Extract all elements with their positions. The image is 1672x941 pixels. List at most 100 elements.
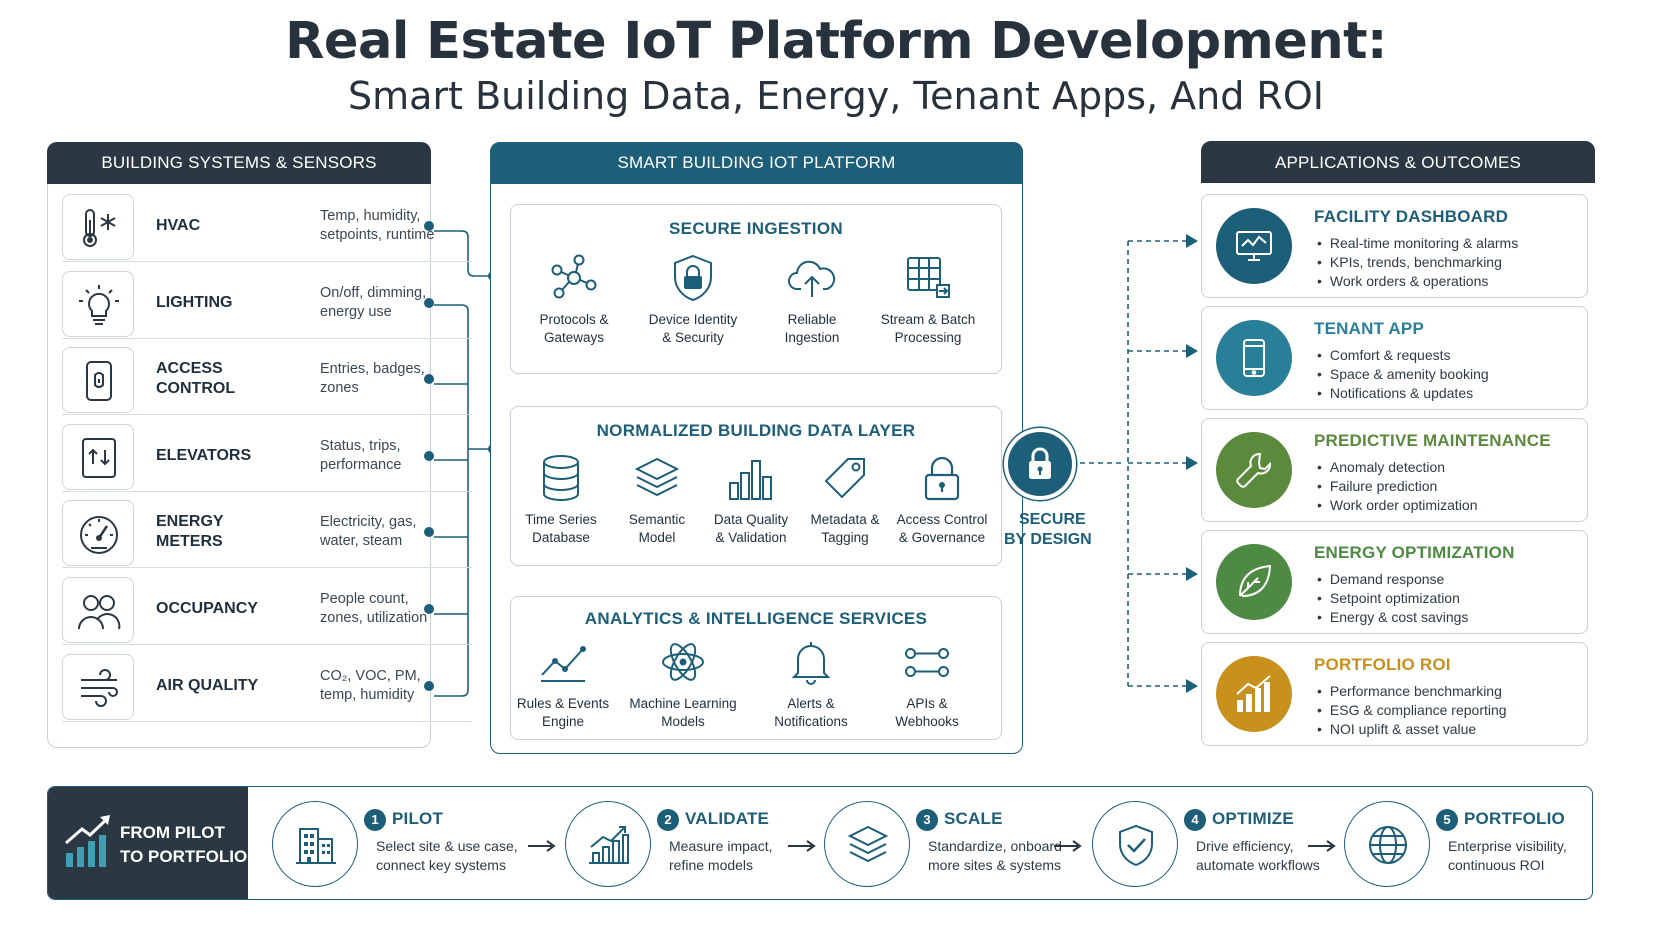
- platform-capability: Protocols & Gateways: [514, 253, 634, 347]
- outcome-card: PORTFOLIO ROIPerformance benchmarkingESG…: [1201, 642, 1588, 746]
- capability-label-line: & Security: [662, 330, 724, 345]
- outcome-bullet: Space & amenity booking: [1314, 365, 1489, 384]
- cloud-upload-icon: [788, 260, 836, 297]
- platform-capability: Metadata &Tagging: [785, 453, 905, 547]
- sensor-description-line: Electricity, gas,: [320, 514, 417, 531]
- database-icon: [543, 455, 579, 501]
- capability-label-line: Time Series: [525, 512, 597, 527]
- sensor-description-line: performance: [320, 456, 402, 473]
- roadmap-label-line-2: TO PORTFOLIO: [120, 847, 248, 866]
- sensor-icon-box: [62, 270, 134, 337]
- secure-by-design-badge: [1004, 428, 1076, 500]
- capability-label-line: Database: [532, 530, 590, 545]
- sensor-description-line: CO₂, VOC, PM,: [320, 667, 421, 684]
- roadmap-step-description-line: Measure impact,: [669, 838, 773, 854]
- platform-capability: Data Quality& Validation: [691, 453, 811, 547]
- data-layer-title: NORMALIZED BUILDING DATA LAYER: [596, 421, 916, 440]
- outcome-card: TENANT APP Comfort & requestsSpace & amen…: [1201, 306, 1588, 410]
- sensor-name-line: LIGHTING: [156, 293, 233, 311]
- roadmap-step-description-line: Select site & use case,: [376, 838, 518, 854]
- connector-dot: [424, 450, 434, 461]
- sensor-name: LIGHTING: [156, 267, 266, 339]
- outcome-icon-circle: [1216, 656, 1292, 732]
- roadmap-step-description-line: Standardize, onboard: [928, 838, 1062, 854]
- sensor-description: Status, trips,performance: [320, 420, 470, 492]
- roadmap-label-line-1: FROM PILOT: [120, 823, 225, 842]
- sensor-description: CO₂, VOC, PM,temp, humidity: [320, 650, 470, 722]
- sensor-description-line: Temp, humidity,: [320, 208, 421, 224]
- capability-label-line: Processing: [894, 330, 962, 345]
- capability-label-line: Machine Learning: [629, 696, 737, 711]
- capability-label-line: Semantic: [628, 512, 686, 527]
- shield-check-icon: [1119, 824, 1153, 867]
- capability-label-line: Device Identity: [648, 312, 738, 327]
- roadmap-step-number: 4: [1184, 809, 1206, 831]
- sensor-row: ACCESS CONTROL Entries, badges, zones: [62, 343, 472, 416]
- sensor-description: Electricity, gas,water, steam: [320, 496, 470, 568]
- roadmap-step-icon-circle: [824, 801, 910, 887]
- sensor-name-line: METERS: [156, 533, 223, 551]
- roadmap-step-name: OPTIMIZE: [1212, 809, 1294, 828]
- stack-icon: [847, 825, 889, 863]
- roadmap-step-description-line: continuous ROI: [1448, 857, 1545, 873]
- sensor-name-line: CONTROL: [156, 380, 236, 398]
- outcome-bullets: Anomaly detectionFailure predictionWork …: [1314, 458, 1478, 515]
- outcome-title: TENANT APP: [1314, 319, 1424, 338]
- roadmap-step-description-line: Enterprise visibility,: [1448, 838, 1567, 854]
- capability-label-line: Reliable: [787, 312, 837, 327]
- monitor-icon: [1236, 231, 1272, 261]
- connector-dot: [424, 374, 434, 385]
- sensor-name: ACCESS CONTROL: [156, 343, 266, 415]
- page-title: Real Estate IoT Platform Development:: [285, 12, 1387, 71]
- data-layer-card: NORMALIZED BUILDING DATA LAYER Time Seri…: [510, 406, 1002, 566]
- globe-icon: [1369, 826, 1407, 864]
- roadmap-step-description: Drive efficiency,automate workflows: [1196, 837, 1320, 875]
- sensor-icon-box: [62, 500, 134, 567]
- outcome-title: PORTFOLIO ROI: [1314, 655, 1451, 674]
- outcome-card: FACILITY DASHBOARDReal-time monitoring &…: [1201, 194, 1588, 298]
- connector-dot: [424, 527, 434, 538]
- network-nodes-icon: [551, 254, 597, 299]
- capability-label-line: Protocols &: [539, 312, 609, 327]
- outcome-icon-circle: [1216, 544, 1292, 620]
- outcome-bullet: ESG & compliance reporting: [1314, 701, 1507, 720]
- roadmap-step-number: 3: [916, 809, 938, 831]
- outcome-bullets: Comfort & requestsSpace & amenity bookin…: [1314, 346, 1489, 403]
- roadmap-step-icon-circle: [272, 801, 358, 887]
- sensor-description: People count,zones, utilization: [320, 573, 470, 645]
- sensor-icon-box: [62, 577, 134, 643]
- analytics-title: ANALYTICS & INTELLIGENCE SERVICES: [584, 609, 928, 628]
- roadmap-step-name: PORTFOLIO: [1464, 809, 1565, 828]
- capability-label-line: & Governance: [898, 530, 986, 545]
- roadmap-step-description: Select site & use case,connect key syste…: [376, 837, 518, 875]
- outcome-card: ENERGY OPTIMIZATIONDemand responseSetpoi…: [1201, 530, 1588, 634]
- platform-capability: Alerts &Notifications: [751, 637, 871, 731]
- outcome-title: ENERGY OPTIMIZATION: [1314, 543, 1515, 562]
- stream-batch-icon: [907, 257, 950, 298]
- roadmap-arrow-icon: [1052, 839, 1082, 853]
- outcome-bullet: Failure prediction: [1314, 477, 1477, 496]
- roadmap-arrow-icon: [786, 839, 816, 853]
- roadmap-step-icon-circle: [565, 801, 651, 887]
- sensor-icon-box: [62, 347, 134, 414]
- outcome-bullet: Setpoint optimization: [1314, 589, 1468, 608]
- sensor-description-line: zones: [320, 380, 359, 397]
- sensor-name-line: ELEVATORS: [156, 446, 252, 464]
- sensor-description-line: People count,: [320, 591, 409, 607]
- platform-capability: APIs &Webhooks: [867, 637, 987, 731]
- wrench-icon: [1236, 453, 1271, 488]
- capability-label-line: Stream & Batch: [880, 312, 976, 327]
- sensor-description-line: Entries, badges,: [320, 361, 425, 378]
- outcome-bullet: Work orders & operations: [1314, 272, 1518, 291]
- sensor-name-line: ACCESS: [156, 360, 223, 378]
- capability-label-line: Gateways: [543, 330, 605, 345]
- sensor-icon-box: [62, 194, 134, 260]
